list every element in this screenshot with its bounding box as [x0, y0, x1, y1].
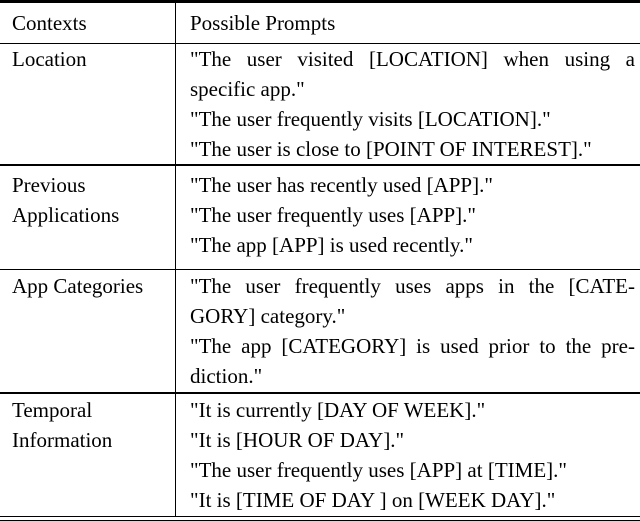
table-header-row: Contexts Possible Prompts: [0, 2, 640, 43]
top-rule: [0, 0, 640, 3]
context-label-line: Location: [12, 47, 87, 71]
prompts-cell: "It is currently [DAY OF WEEK]." "It is …: [175, 393, 640, 516]
prompt: "The user is close to [POINT OF INTEREST…: [190, 134, 635, 164]
prompt-line: "The user frequently uses apps in the [C…: [190, 274, 635, 298]
prompt-line: "It is currently [DAY OF WEEK].": [190, 397, 486, 422]
prompt-line: "The user frequently uses [APP].": [190, 202, 477, 227]
context-label: Location: [0, 44, 175, 164]
prompt: "The user frequently visits [LOCATION].": [190, 104, 635, 134]
prompt: "The user has recently used [APP].": [190, 170, 635, 200]
prompt-line: "It is [HOUR OF DAY].": [190, 427, 405, 452]
prompts-cell: "The user visited [LOCATION] when using …: [175, 44, 640, 164]
prompts-cell: "The user frequently uses apps in the [C…: [175, 270, 640, 392]
bottom-thin-rule: [0, 515, 640, 517]
bottom-rule-gap: [0, 517, 640, 520]
prompt: "It is [TIME OF DAY ] on [WEEK DAY].": [190, 485, 635, 515]
prompt: "The user frequently uses [APP].": [190, 200, 635, 230]
prompt-line: "The app [CATEGORY] is used prior to the…: [190, 334, 635, 358]
prompt-line: GORY] category.": [190, 304, 346, 328]
section-rule: [0, 268, 640, 270]
prompt: "It is currently [DAY OF WEEK].": [190, 395, 635, 425]
prompt: "The app [APP] is used recently.": [190, 230, 635, 260]
prompt-line: specific app.": [190, 77, 305, 101]
prompt: "The app [CATEGORY] is used prior to the…: [190, 331, 635, 391]
context-label-line: Information: [12, 427, 113, 452]
row-app-categories: App Categories "The user frequently uses…: [0, 270, 640, 392]
context-label-line: App Categories: [12, 274, 144, 298]
header-possible-prompts: Possible Prompts: [175, 2, 640, 43]
row-location: Location "The user visited [LOCATION] wh…: [0, 44, 640, 164]
prompt-line: "The user frequently uses [APP] at [TIME…: [190, 457, 567, 482]
prompt-line: "The user has recently used [APP].": [190, 172, 493, 197]
context-label-line: Applications: [12, 202, 120, 227]
section-rule: [0, 164, 640, 166]
context-label: Temporal Information: [0, 394, 175, 516]
section-rule: [0, 392, 640, 394]
prompt-line: "The user is close to [POINT OF INTEREST…: [190, 137, 592, 161]
row-previous-applications: Previous Applications "The user has rece…: [0, 165, 640, 269]
prompt-line: "It is [TIME OF DAY ] on [WEEK DAY].": [190, 487, 556, 512]
prompt: "The user visited [LOCATION] when using …: [190, 44, 635, 104]
prompts-cell: "The user has recently used [APP]." "The…: [175, 165, 640, 269]
prompt-line: "The user frequently visits [LOCATION].": [190, 107, 551, 131]
context-label: App Categories: [0, 270, 175, 392]
prompt-line: diction.": [190, 364, 263, 388]
prompt: "The user frequently uses [APP] at [TIME…: [190, 455, 635, 485]
context-label-line: Previous: [12, 172, 86, 197]
context-label: Previous Applications: [0, 166, 175, 269]
header-contexts: Contexts: [12, 10, 87, 35]
header-rule: [0, 42, 640, 44]
prompt-line: "The user visited [LOCATION] when using …: [190, 47, 635, 71]
context-label-line: Temporal: [12, 397, 93, 422]
prompt: "It is [HOUR OF DAY].": [190, 425, 635, 455]
prompt: "The user frequently uses apps in the [C…: [190, 271, 635, 331]
row-temporal-information: Temporal Information "It is currently [D…: [0, 393, 640, 516]
prompt-line: "The app [APP] is used recently.": [190, 232, 473, 257]
bottom-thick-rule: [0, 519, 640, 521]
